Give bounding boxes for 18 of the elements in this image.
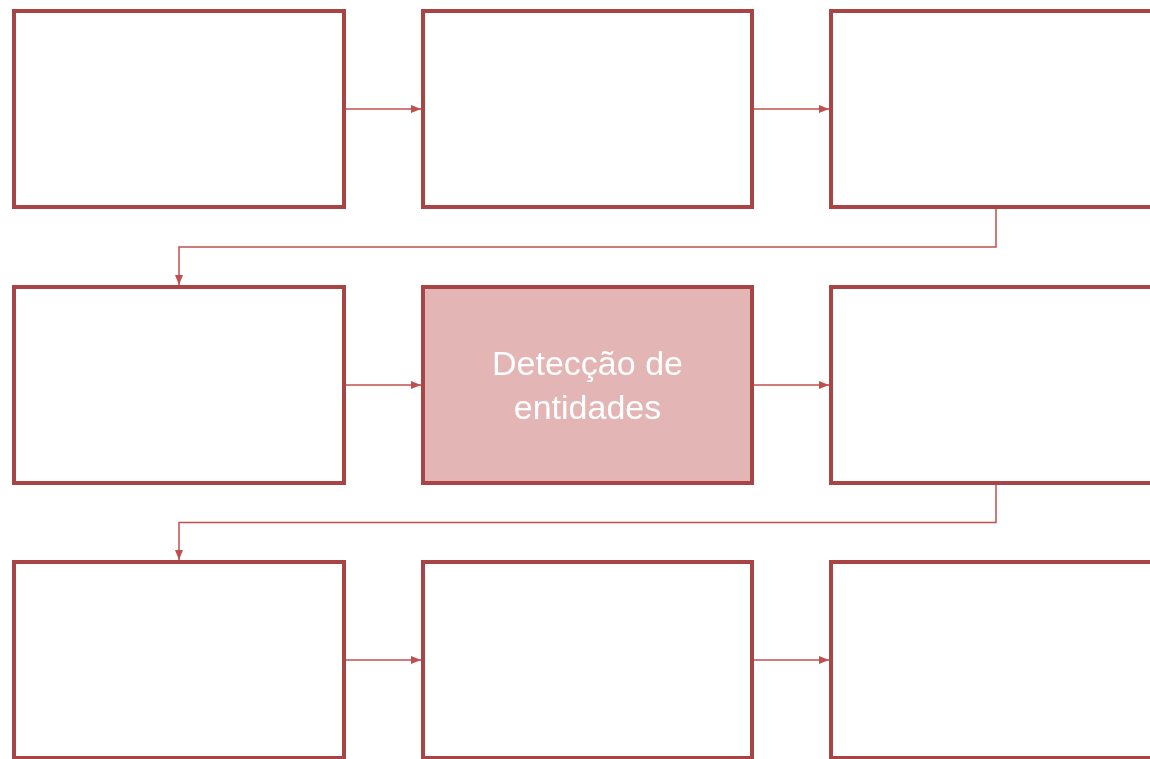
arrow	[753, 656, 830, 664]
process-box	[421, 285, 754, 485]
process-box	[12, 285, 346, 485]
arrow	[753, 105, 830, 113]
arrow	[345, 381, 422, 389]
arrow	[753, 381, 830, 389]
process-box	[829, 560, 1150, 759]
arrow	[175, 208, 997, 286]
process-box	[12, 9, 346, 209]
arrow	[345, 105, 422, 113]
process-box	[421, 560, 754, 759]
process-box	[12, 560, 346, 759]
box-label: Detecção de entidades	[491, 343, 684, 428]
process-box	[829, 9, 1150, 209]
process-box	[421, 9, 754, 209]
arrow	[345, 656, 422, 664]
arrow	[175, 484, 997, 561]
process-box	[829, 285, 1150, 485]
